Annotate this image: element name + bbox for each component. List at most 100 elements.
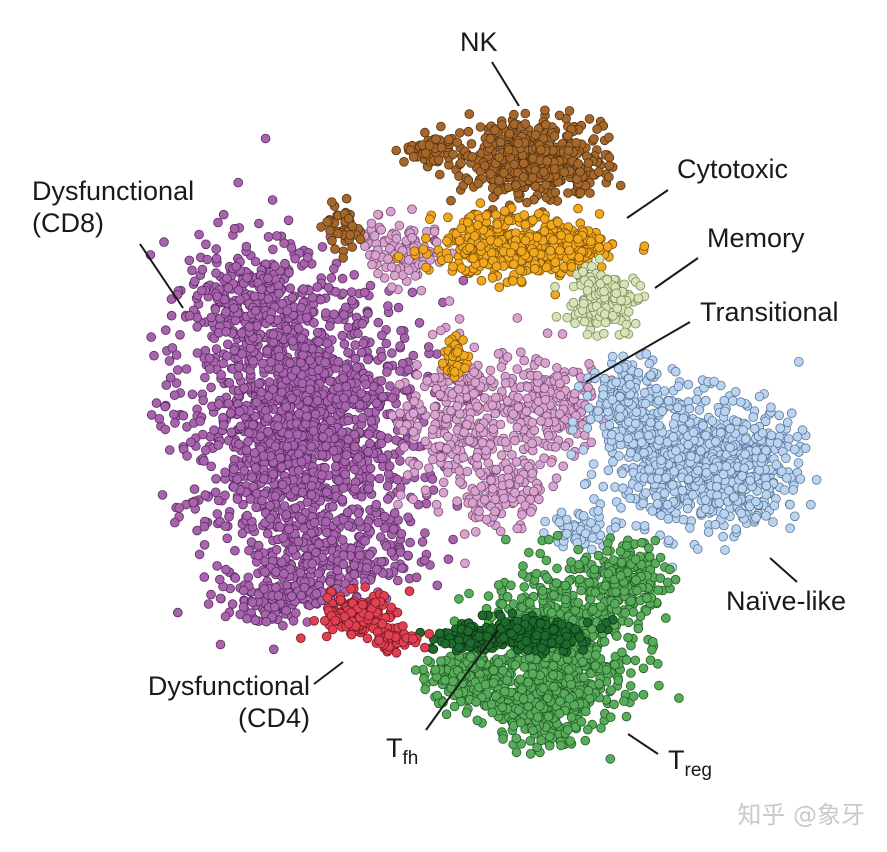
scatter-point <box>338 483 349 493</box>
scatter-point <box>160 401 170 412</box>
scatter-point <box>308 426 319 436</box>
scatter-point <box>327 235 337 246</box>
scatter-point <box>284 267 294 278</box>
scatter-point <box>476 275 487 286</box>
scatter-point <box>781 473 792 483</box>
scatter-point <box>282 324 292 335</box>
scatter-point <box>198 429 208 440</box>
scatter-point <box>287 544 298 555</box>
scatter-point <box>322 217 333 227</box>
scatter-point <box>487 272 498 283</box>
scatter-point <box>293 536 304 547</box>
scatter-point <box>668 432 679 442</box>
scatter-point <box>363 354 373 365</box>
scatter-point <box>211 344 222 354</box>
scatter-point <box>520 108 531 119</box>
scatter-point <box>418 244 429 255</box>
scatter-point <box>201 445 211 456</box>
scatter-point <box>407 287 418 298</box>
scatter-point <box>277 479 288 490</box>
scatter-point <box>710 519 721 530</box>
scatter-point <box>725 442 735 453</box>
scatter-point <box>511 180 521 191</box>
scatter-point <box>534 406 544 416</box>
scatter-point <box>578 511 589 521</box>
scatter-point <box>464 109 475 119</box>
scatter-point <box>508 276 518 286</box>
scatter-point <box>639 387 650 398</box>
scatter-point <box>468 253 479 264</box>
scatter-point <box>631 520 641 531</box>
scatter-point <box>417 537 428 547</box>
scatter-point <box>511 457 522 467</box>
scatter-point <box>274 288 284 299</box>
scatter-point <box>192 321 203 332</box>
scatter-point <box>528 486 539 497</box>
scatter-point <box>668 419 679 429</box>
scatter-point <box>769 500 780 511</box>
scatter-point <box>653 395 664 406</box>
scatter-point <box>280 258 290 269</box>
scatter-point <box>645 370 656 381</box>
scatter-point <box>206 461 217 472</box>
scatter-point <box>375 532 386 542</box>
scatter-point <box>475 122 486 132</box>
scatter-point <box>395 366 405 376</box>
scatter-point <box>222 533 233 544</box>
scatter-point <box>271 567 281 577</box>
scatter-point <box>551 473 562 484</box>
scatter-point <box>618 483 628 494</box>
scatter-point <box>374 473 385 484</box>
scatter-point <box>575 188 586 198</box>
scatter-point <box>751 445 761 456</box>
series-naive-like <box>538 349 822 573</box>
scatter-point <box>495 526 506 537</box>
scatter-point <box>354 550 365 561</box>
scatter-point <box>540 119 551 130</box>
scatter-point <box>459 529 470 539</box>
scatter-point <box>387 392 398 403</box>
scatter-point <box>711 481 722 492</box>
scatter-point <box>371 499 382 510</box>
scatter-point <box>254 378 264 389</box>
scatter-point <box>386 282 397 293</box>
scatter-point <box>229 223 240 234</box>
scatter-point <box>349 269 360 280</box>
scatter-point <box>469 231 480 241</box>
scatter-point <box>554 517 565 528</box>
scatter-point <box>408 408 419 419</box>
scatter-point <box>384 461 395 471</box>
scatter-point <box>607 394 618 405</box>
scatter-point <box>188 497 199 508</box>
scatter-point <box>761 480 772 491</box>
scatter-point <box>212 561 222 571</box>
scatter-point <box>265 513 276 524</box>
scatter-point <box>244 545 254 556</box>
scatter-point <box>429 226 440 237</box>
scatter-point <box>443 134 454 145</box>
scatter-point <box>377 352 387 362</box>
scatter-point <box>377 453 388 464</box>
scatter-point <box>594 209 605 219</box>
scatter-point <box>367 259 377 270</box>
scatter-point <box>353 453 363 463</box>
scatter-point <box>325 376 335 386</box>
scatter-point <box>245 494 256 504</box>
scatter-point <box>227 599 238 609</box>
scatter-point <box>663 535 674 546</box>
scatter-point <box>221 564 231 575</box>
scatter-point <box>701 430 711 441</box>
scatter-point <box>298 284 308 294</box>
scatter-point <box>320 308 331 318</box>
scatter-point <box>290 365 301 376</box>
scatter-point <box>361 379 371 390</box>
scatter-point <box>345 230 356 240</box>
scatter-point <box>630 418 641 429</box>
scatter-point <box>218 209 229 220</box>
scatter-point <box>550 442 561 452</box>
scatter-point <box>213 217 223 228</box>
scatter-point <box>248 356 258 366</box>
scatter-point <box>321 441 331 452</box>
scatter-point <box>211 253 222 264</box>
scatter-point <box>519 355 529 366</box>
